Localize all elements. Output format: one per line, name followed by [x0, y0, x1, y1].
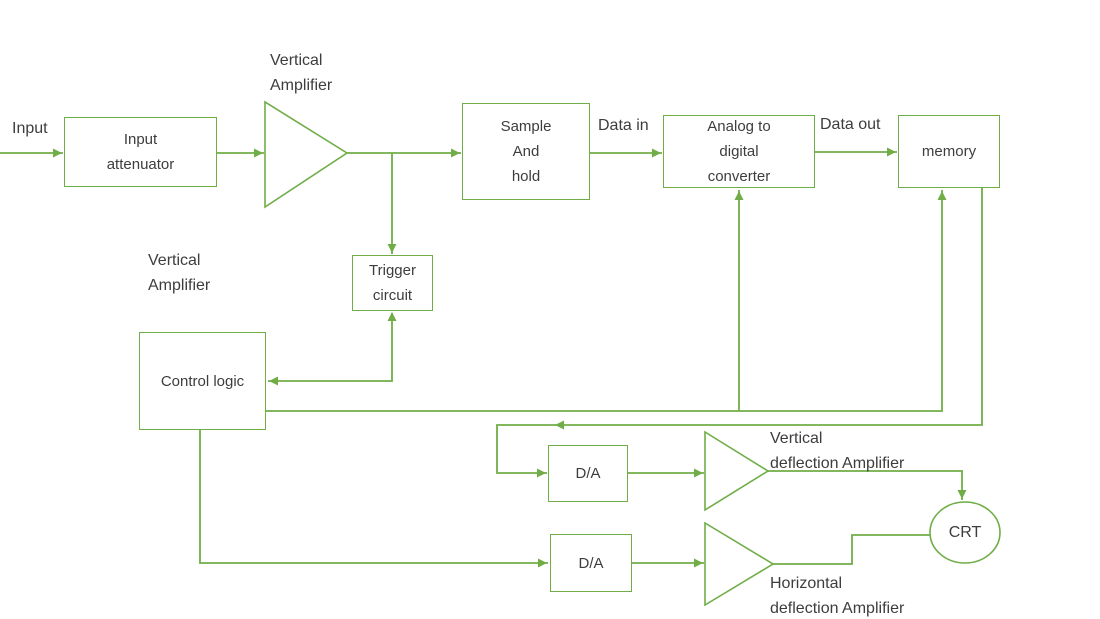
connector-control-to-da-horizontal: [199, 430, 548, 564]
data-in-label: Data in: [598, 117, 649, 134]
horizontal-deflection-amplifier-triangle: [704, 521, 775, 607]
crt-circle: [929, 501, 1001, 564]
da-converter-horizontal-box: D/A: [550, 534, 632, 592]
connector-trigger-control: [268, 313, 393, 382]
vertical-amplifier-label: Vertical Amplifier: [270, 52, 333, 94]
horizontal-deflection-amplifier-label: Horizontal deflection Amplifier: [770, 575, 905, 617]
connector-hdef-to-crt: [773, 534, 931, 565]
memory-box: memory: [898, 115, 1000, 188]
vertical-amplifier-label-2: Vertical Amplifier: [148, 252, 211, 294]
adc-box: Analog to digital converter: [663, 115, 815, 188]
vertical-deflection-amplifier-label: Vertical deflection Amplifier: [770, 430, 905, 472]
sample-and-hold-box: Sample And hold: [462, 103, 590, 200]
trigger-circuit-box: Trigger circuit: [352, 255, 433, 311]
arrowheads: [53, 147, 967, 568]
input-attenuator-box: Input attenuator: [64, 117, 217, 187]
input-label: Input: [12, 120, 48, 137]
vertical-amplifier-triangle: [264, 100, 349, 209]
control-logic-box: Control logic: [139, 332, 266, 430]
connector-memory-to-da-vertical: [496, 188, 983, 474]
da-converter-vertical-box: D/A: [548, 445, 628, 502]
vertical-deflection-amplifier-triangle: [704, 430, 770, 512]
connector-control-to-memory: [266, 190, 943, 412]
data-out-label: Data out: [820, 116, 881, 133]
crt-label: CRT: [948, 523, 982, 541]
